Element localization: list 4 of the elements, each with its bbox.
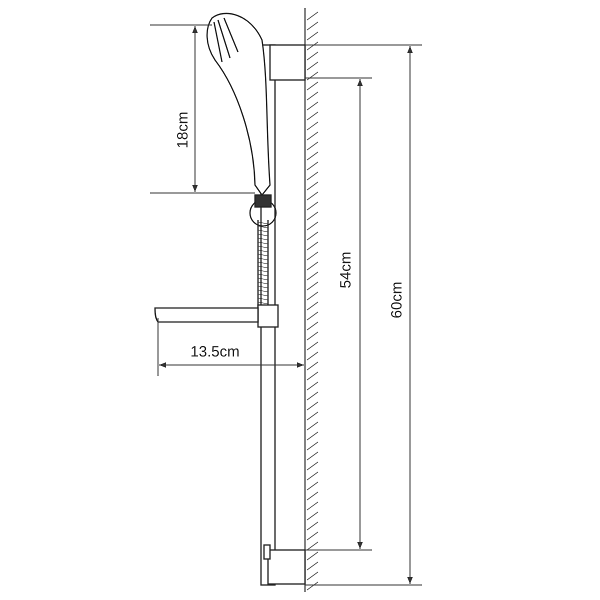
dimension-label: 18cm: [176, 112, 190, 148]
dimension-label: 13.5cm: [190, 344, 240, 360]
dimension-label: 60cm: [390, 282, 404, 318]
dimension-label: 54cm: [338, 252, 354, 288]
